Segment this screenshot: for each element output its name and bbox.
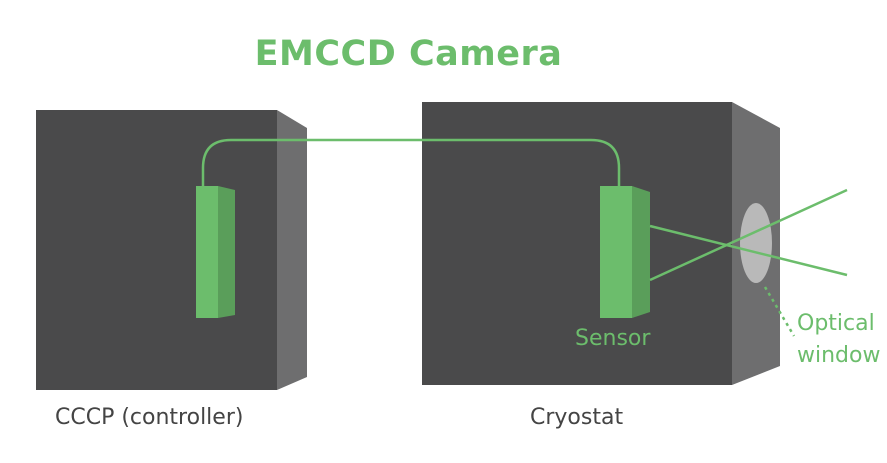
optical-window-label-line1: Optical: [797, 311, 875, 336]
controller-module-front: [196, 186, 218, 318]
light-ray-upper: [649, 188, 848, 282]
sensor-module-front: [600, 186, 632, 318]
cryostat-label: Cryostat: [530, 405, 623, 430]
diagram-title: EMCCD Camera: [254, 34, 563, 74]
sensor-module-side: [632, 186, 650, 318]
controller-box-front: [36, 110, 277, 390]
light-ray-lower: [649, 224, 848, 277]
sensor-module: [600, 186, 650, 318]
light-rays: [649, 188, 848, 282]
controller-module-side: [218, 186, 235, 318]
controller-module: [196, 186, 235, 318]
optical-window-leader: [763, 286, 796, 337]
controller-label: CCCP (controller): [55, 405, 243, 430]
optical-window: [740, 203, 772, 283]
controller-box-side: [277, 110, 307, 390]
connection-cable: [201, 138, 621, 186]
cryostat-box-front: [422, 102, 732, 385]
optical-window-label-line2: window: [797, 343, 880, 368]
sensor-label: Sensor: [575, 326, 651, 351]
controller-box: [36, 110, 307, 390]
